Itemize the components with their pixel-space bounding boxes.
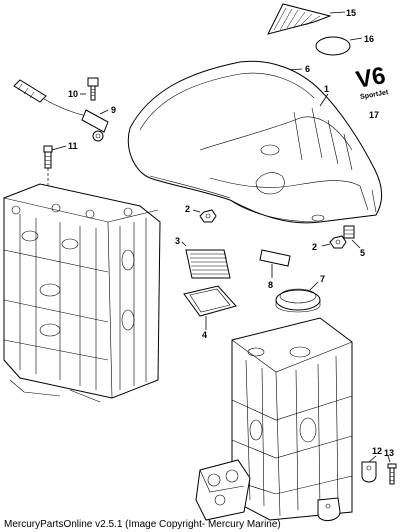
- leader-13: [387, 455, 391, 463]
- grommet-part-5[interactable]: [343, 225, 355, 239]
- leader-2-upper: [192, 209, 201, 213]
- leader-15: [329, 11, 346, 14]
- decal-part-15[interactable]: [267, 3, 332, 35]
- callout-5: 5: [360, 248, 365, 258]
- lower-flange-assembly: [195, 459, 251, 521]
- callout-16: 16: [364, 34, 374, 44]
- clamp-part-12[interactable]: [361, 461, 377, 483]
- callout-13: 13: [384, 448, 394, 458]
- nut-part-2-lower[interactable]: [329, 235, 347, 249]
- filter-part-3[interactable]: [185, 249, 231, 279]
- leader-1: [319, 93, 329, 107]
- callout-2-lower: 2: [312, 242, 317, 252]
- callout-17: 17: [369, 110, 379, 120]
- clamp-installed: [317, 497, 341, 521]
- logo-sportjet-text: SportJet: [360, 89, 390, 101]
- leader-16: [349, 37, 363, 41]
- callout-9: 9: [111, 105, 116, 115]
- callout-15: 15: [346, 8, 356, 18]
- gasket-part-4[interactable]: [183, 285, 237, 317]
- leader-2-lower: [321, 243, 331, 247]
- callout-10: 10: [68, 89, 78, 99]
- lower-housing: [231, 317, 353, 521]
- logo-decal-part-17[interactable]: V6 SportJet: [354, 62, 390, 101]
- callout-7: 7: [320, 274, 325, 284]
- callout-11: 11: [68, 141, 78, 151]
- stud-part-11[interactable]: [43, 145, 53, 169]
- leader-12: [368, 455, 377, 463]
- callout-8: 8: [268, 280, 273, 290]
- callout-12: 12: [372, 446, 382, 456]
- seal-ring-part-7[interactable]: [275, 288, 321, 313]
- bolt-part-10[interactable]: [87, 77, 99, 101]
- callout-6: 6: [305, 64, 310, 74]
- leader-5: [351, 239, 361, 249]
- leader-9: [99, 109, 109, 115]
- cable-bracket-part-9[interactable]: [13, 79, 109, 142]
- logo-v6-text: V6: [354, 62, 388, 94]
- leader-3: [181, 241, 187, 247]
- nut-part-2-upper[interactable]: [199, 209, 217, 223]
- callout-4: 4: [202, 330, 207, 340]
- callout-3: 3: [175, 236, 180, 246]
- top-cowl-part-1[interactable]: [127, 60, 382, 224]
- callout-2-upper: 2: [185, 204, 190, 214]
- leader-7: [309, 281, 319, 291]
- spacer-part-8[interactable]: [259, 249, 291, 267]
- engine-block: [3, 183, 161, 403]
- screw-part-13[interactable]: [387, 463, 397, 485]
- decal-part-16[interactable]: [315, 36, 351, 56]
- copyright-footer: MercuryPartsOnline v2.5.1 (Image Copyrig…: [4, 519, 281, 530]
- leader-11: [51, 145, 67, 151]
- callout-1: 1: [324, 84, 329, 94]
